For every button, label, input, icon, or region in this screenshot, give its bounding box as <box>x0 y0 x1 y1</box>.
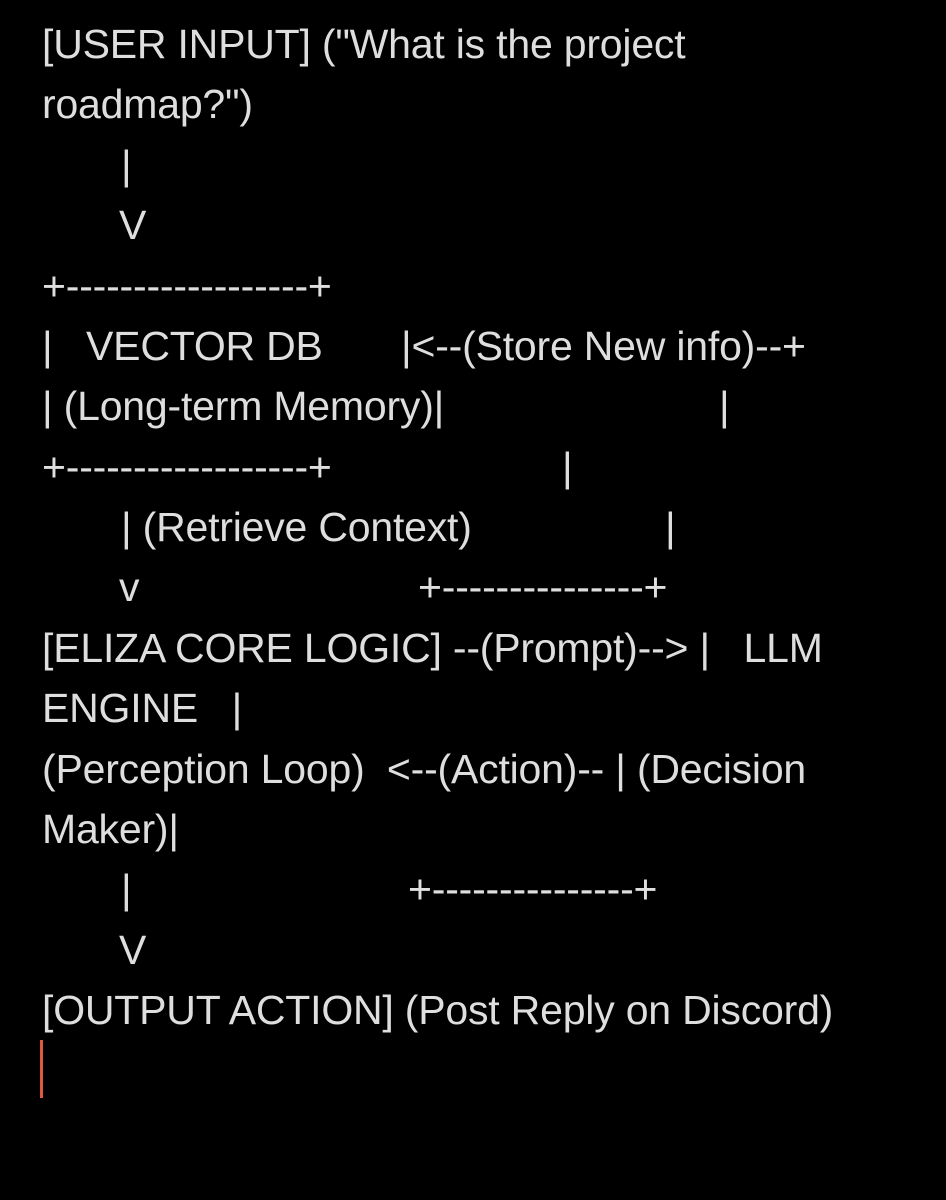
diagram-line-box-bottom: +------------------+ <box>42 444 332 490</box>
diagram-line-decision-maker: Maker)| <box>42 806 179 852</box>
diagram-line-long-term-memory: | (Long-term Memory)| <box>42 383 445 429</box>
diagram-line-retrieve-context: | (Retrieve Context) <box>121 504 472 550</box>
diagram-line-pipe: | <box>121 142 132 188</box>
diagram-line-llm-box-bottom: +---------------+ <box>408 866 658 912</box>
diagram-line-vector-db: | VECTOR DB |<--(Store New info)--+ <box>42 323 806 369</box>
diagram-line-user-input: [USER INPUT] ("What is the project <box>42 21 686 67</box>
diagram-line-llm-engine: ENGINE | <box>42 685 243 731</box>
diagram-line-pipe-lower: | <box>121 866 132 912</box>
diagram-line-output-action: [OUTPUT ACTION] (Post Reply on Discord) <box>42 987 834 1033</box>
text-cursor <box>40 1040 43 1098</box>
diagram-line-llm-box-top: +---------------+ <box>418 564 668 610</box>
diagram-line-arrow-down-lower: V <box>119 927 147 973</box>
diagram-line-arrow-down: V <box>119 202 147 248</box>
diagram-line-right-pipe-2: | <box>562 444 573 490</box>
diagram-line-user-input-cont: roadmap?") <box>42 81 253 127</box>
diagram-line-right-pipe-1: | <box>719 383 730 429</box>
diagram-line-eliza-core-logic: [ELIZA CORE LOGIC] --(Prompt)--> | LLM <box>42 625 823 671</box>
diagram-line-box-top: +------------------+ <box>42 263 332 309</box>
diagram-line-right-pipe-3: | <box>665 504 676 550</box>
diagram-line-arrow-down-small: v <box>119 564 140 610</box>
diagram-line-perception-loop: (Perception Loop) <--(Action)-- | (Decis… <box>42 746 807 792</box>
